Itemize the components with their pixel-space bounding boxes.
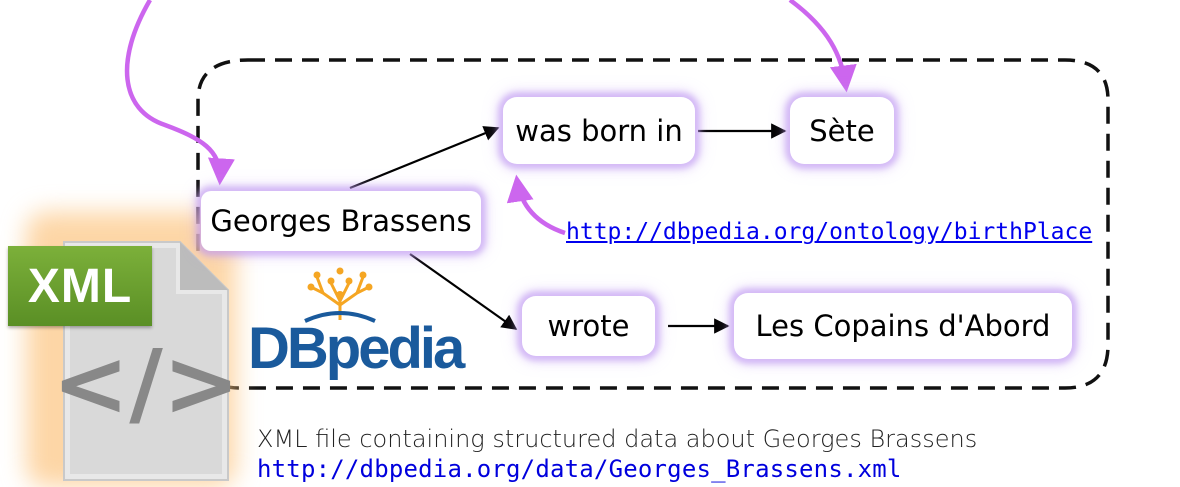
pointer-arrow-subject xyxy=(124,0,235,186)
xml-glyph: </> xyxy=(52,330,240,437)
node-was-born-in: was born in xyxy=(503,97,695,164)
node-wrote: wrote xyxy=(522,296,655,356)
arrow-georges-to-wrote xyxy=(409,253,518,330)
data-uri-link[interactable]: http://dbpedia.org/data/Georges_Brassens… xyxy=(257,455,902,483)
graph-boundary xyxy=(196,58,1110,390)
node-georges-brassens: Georges Brassens xyxy=(201,191,481,251)
arrow-georges-to-born xyxy=(349,126,500,190)
dbpedia-logo-text: DBpedia xyxy=(248,316,465,381)
node-les-copains-dabord: Les Copains d'Abord xyxy=(734,293,1072,359)
xml-badge: XML xyxy=(8,246,152,326)
xml-caption: XML file containing structured data abou… xyxy=(257,425,978,453)
pointer-arrow-object xyxy=(788,0,857,93)
pointer-arrow-predicate xyxy=(506,174,566,236)
dbpedia-logo-icon xyxy=(304,267,376,323)
birthplace-uri-link[interactable]: http://dbpedia.org/ontology/birthPlace xyxy=(566,219,1093,245)
node-sete: Sète xyxy=(790,97,894,164)
